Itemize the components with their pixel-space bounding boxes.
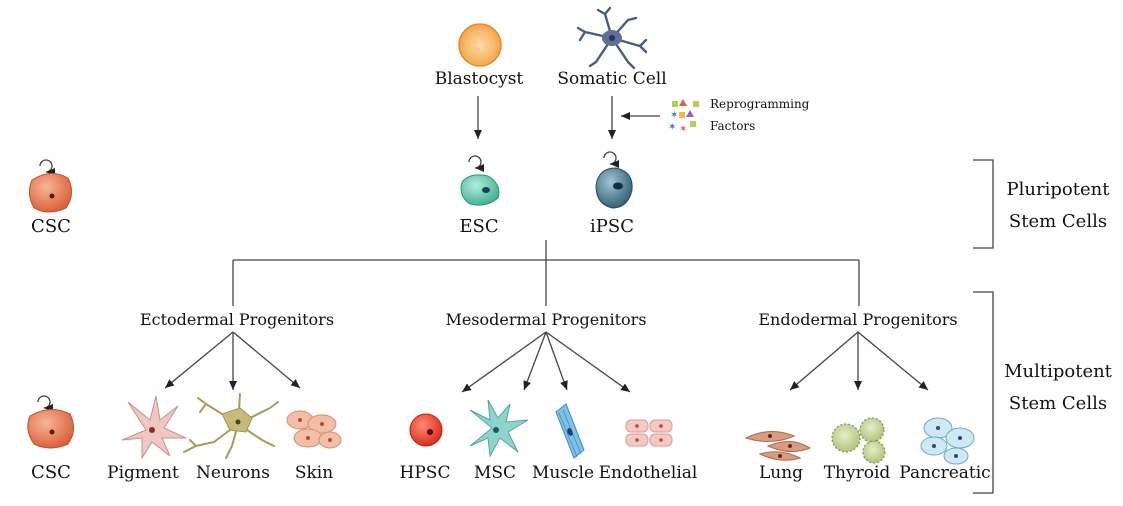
pluripotent-label-line1: Pluripotent [1007, 179, 1111, 200]
lung-label: Lung [759, 463, 803, 483]
reprogramming-factors-icon: ✶ ✶ ✶ [668, 99, 699, 135]
somatic-cell-label: Somatic Cell [557, 69, 666, 89]
reprogramming-label-line2: Factors [710, 119, 755, 133]
hpsc-label: HPSC [400, 463, 451, 483]
csc-cell-icon-top [28, 159, 72, 213]
pigment-cell-icon [121, 395, 187, 460]
ectodermal-progenitors-label: Ectodermal Progenitors [140, 310, 334, 329]
thyroid-cell-icon [831, 417, 886, 464]
somatic-cell-icon [576, 6, 648, 70]
lung-cell-icon [744, 431, 812, 461]
thyroid-label: Thyroid [824, 463, 891, 483]
multipotent-bracket [973, 291, 994, 494]
neurons-label: Neurons [196, 463, 270, 483]
multipotent-label-line2: Stem Cells [1009, 393, 1107, 414]
pluripotent-label-line2: Stem Cells [1009, 211, 1107, 232]
endothelial-label: Endothelial [599, 463, 698, 483]
branch-lines [232, 240, 860, 306]
csc-label-bottom: CSC [31, 462, 71, 483]
skin-cell-icon [286, 410, 342, 449]
ectodermal-arrows [164, 331, 301, 390]
pigment-label: Pigment [107, 463, 179, 483]
hpsc-cell-icon [409, 413, 443, 447]
esc-label: ESC [459, 216, 498, 237]
csc-cell-icon-bottom [27, 395, 74, 449]
esc-cell-icon [460, 155, 500, 206]
svg-text:✶: ✶ [668, 122, 676, 133]
endodermal-progenitors-label: Endodermal Progenitors [758, 310, 957, 329]
pancreatic-label: Pancreatic [899, 463, 990, 483]
msc-label: MSC [474, 463, 516, 483]
ipsc-cell-icon [595, 151, 633, 209]
ipsc-label: iPSC [590, 216, 634, 237]
muscle-cell-icon [555, 403, 585, 459]
pancreatic-cell-icon [920, 417, 975, 465]
muscle-label: Muscle [532, 463, 594, 483]
pluripotent-bracket [973, 159, 994, 249]
csc-label-top: CSC [31, 216, 71, 237]
msc-cell-icon [469, 399, 529, 458]
multipotent-label-line1: Multipotent [1004, 361, 1113, 382]
svg-text:✶: ✶ [679, 124, 687, 135]
blastocyst-label: Blastocyst [435, 69, 524, 89]
skin-label: Skin [295, 463, 333, 483]
reprogramming-label-line1: Reprogramming [710, 97, 810, 111]
endodermal-arrows [789, 331, 929, 391]
mesodermal-progenitors-label: Mesodermal Progenitors [445, 310, 646, 329]
neuron-cell-icon [183, 393, 279, 459]
blastocyst-icon [458, 23, 502, 67]
endothelial-cell-icon [625, 419, 673, 447]
mesodermal-arrows [461, 331, 631, 393]
svg-text:✶: ✶ [670, 110, 678, 121]
